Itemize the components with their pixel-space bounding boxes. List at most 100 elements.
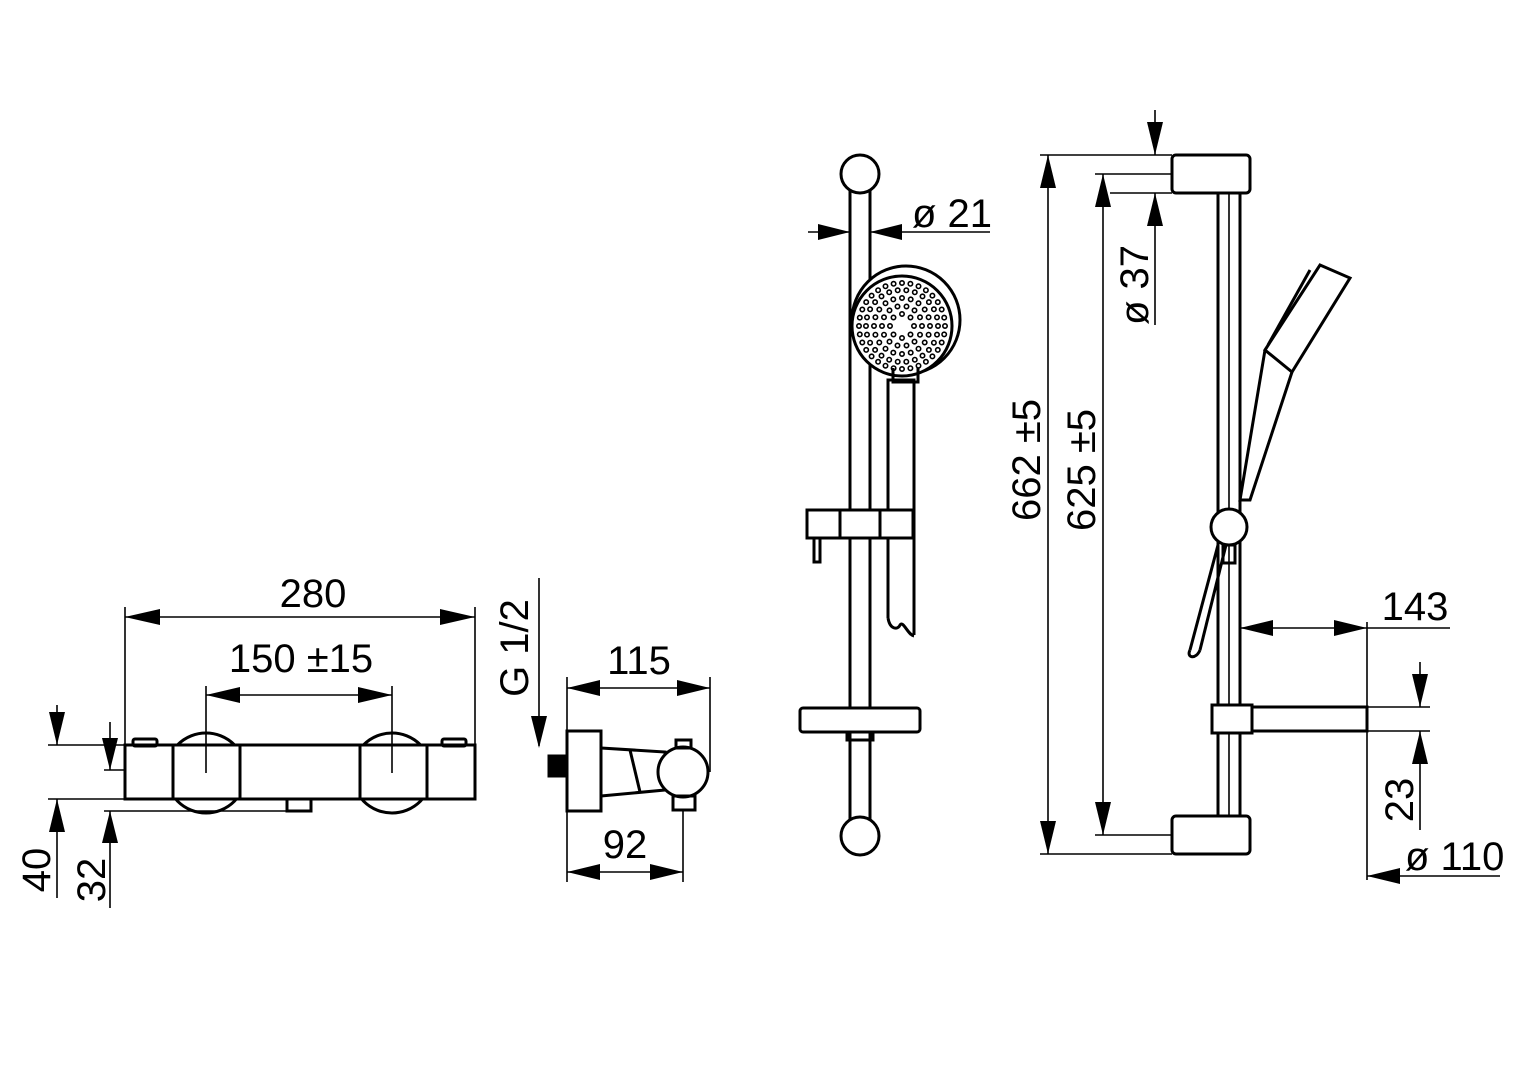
nozzle xyxy=(872,314,879,321)
nozzle xyxy=(907,349,914,356)
nozzle xyxy=(898,334,905,341)
hand-shower-side xyxy=(1263,263,1353,375)
nozzle xyxy=(856,331,863,338)
top-end-cap xyxy=(839,153,881,195)
nozzle xyxy=(894,287,901,294)
nozzle xyxy=(922,287,929,294)
nozzle xyxy=(880,331,887,338)
nozzle xyxy=(898,294,905,301)
nozzle xyxy=(863,299,870,306)
nozzle xyxy=(878,293,885,300)
bottom-end-cap xyxy=(839,815,881,857)
nozzle xyxy=(919,352,926,359)
depth-dimension-label: 115 xyxy=(607,639,671,683)
nozzle xyxy=(929,353,936,360)
nozzle xyxy=(876,339,883,346)
nozzle xyxy=(918,322,925,329)
nozzle xyxy=(925,314,932,321)
nozzle xyxy=(875,358,882,365)
nozzle xyxy=(911,356,918,363)
nozzle xyxy=(903,303,910,310)
nozzle xyxy=(925,299,932,306)
nozzle xyxy=(903,342,910,349)
nozzle xyxy=(925,346,932,353)
nozzle xyxy=(930,306,937,313)
nozzle xyxy=(859,339,866,346)
nozzle xyxy=(907,296,914,303)
nozzle xyxy=(867,306,874,313)
nozzle xyxy=(886,307,893,314)
nozzle xyxy=(862,322,869,329)
shelf-front xyxy=(798,706,922,734)
nozzle xyxy=(863,331,870,338)
nozzle xyxy=(903,358,910,365)
centre-distance-label: 150 ±15 xyxy=(229,637,373,681)
nozzle xyxy=(855,322,862,329)
nozzle xyxy=(886,289,893,296)
nozzle xyxy=(915,300,922,307)
nozzle xyxy=(875,287,882,294)
nozzle xyxy=(898,279,905,286)
nozzle xyxy=(938,306,945,313)
shelf-diameter-label: ø 110 xyxy=(1405,835,1504,879)
nozzle xyxy=(915,362,922,369)
nozzle xyxy=(933,331,940,338)
shower-nozzles xyxy=(855,279,948,372)
nozzle xyxy=(886,356,893,363)
thermostat-front-view: 280 150 ±15 40 32 xyxy=(15,572,477,908)
thermostat-side-view: G 1/2 115 92 xyxy=(493,578,711,882)
nozzle xyxy=(907,331,914,338)
nozzle xyxy=(925,331,932,338)
nozzle xyxy=(882,362,889,369)
nozzle xyxy=(870,322,877,329)
nozzle xyxy=(894,358,901,365)
nozzle xyxy=(882,283,889,290)
overall-height-label: 662 ±5 xyxy=(1005,399,1049,521)
nozzle xyxy=(876,306,883,313)
nozzle xyxy=(868,353,875,360)
nozzle xyxy=(941,322,948,329)
nozzle xyxy=(934,346,941,353)
height-dimension-label: 40 xyxy=(15,848,59,893)
nozzle xyxy=(933,314,940,321)
nozzle xyxy=(903,287,910,294)
bracket-diameter-label: ø 37 xyxy=(1113,245,1157,325)
slider xyxy=(805,508,915,540)
fixing-distance-label: 625 ±5 xyxy=(1060,409,1104,531)
nozzle xyxy=(934,322,941,329)
nozzle xyxy=(890,296,897,303)
rail-side-view: 662 ±5 625 ±5 ø 37 143 23 ø 110 xyxy=(1005,110,1504,884)
nozzle xyxy=(921,339,928,346)
nozzle xyxy=(911,338,918,345)
nozzle xyxy=(907,280,914,287)
nozzle xyxy=(890,331,897,338)
nozzle xyxy=(911,307,918,314)
wall-plate xyxy=(565,729,603,813)
nozzle xyxy=(859,306,866,313)
nozzle xyxy=(898,365,905,372)
nozzle xyxy=(882,345,889,352)
nozzle xyxy=(880,314,887,321)
nozzle xyxy=(938,339,945,346)
nozzle xyxy=(867,339,874,346)
nozzle xyxy=(882,300,889,307)
nozzle xyxy=(926,322,933,329)
nozzle xyxy=(894,303,901,310)
side-slider xyxy=(1209,507,1249,547)
nozzle xyxy=(919,293,926,300)
nozzle xyxy=(915,283,922,290)
nozzle xyxy=(941,331,948,338)
bottom-bracket xyxy=(1170,814,1252,856)
nozzle xyxy=(941,314,948,321)
nozzle xyxy=(922,358,929,365)
nozzle xyxy=(872,331,879,338)
nozzle xyxy=(907,365,914,372)
nozzle xyxy=(910,322,917,329)
nozzle xyxy=(890,349,897,356)
outlet-nozzle xyxy=(285,797,313,813)
shelf-thickness-label: 23 xyxy=(1378,778,1422,823)
nozzle xyxy=(898,310,905,317)
nozzle xyxy=(921,306,928,313)
nozzle xyxy=(878,322,885,329)
